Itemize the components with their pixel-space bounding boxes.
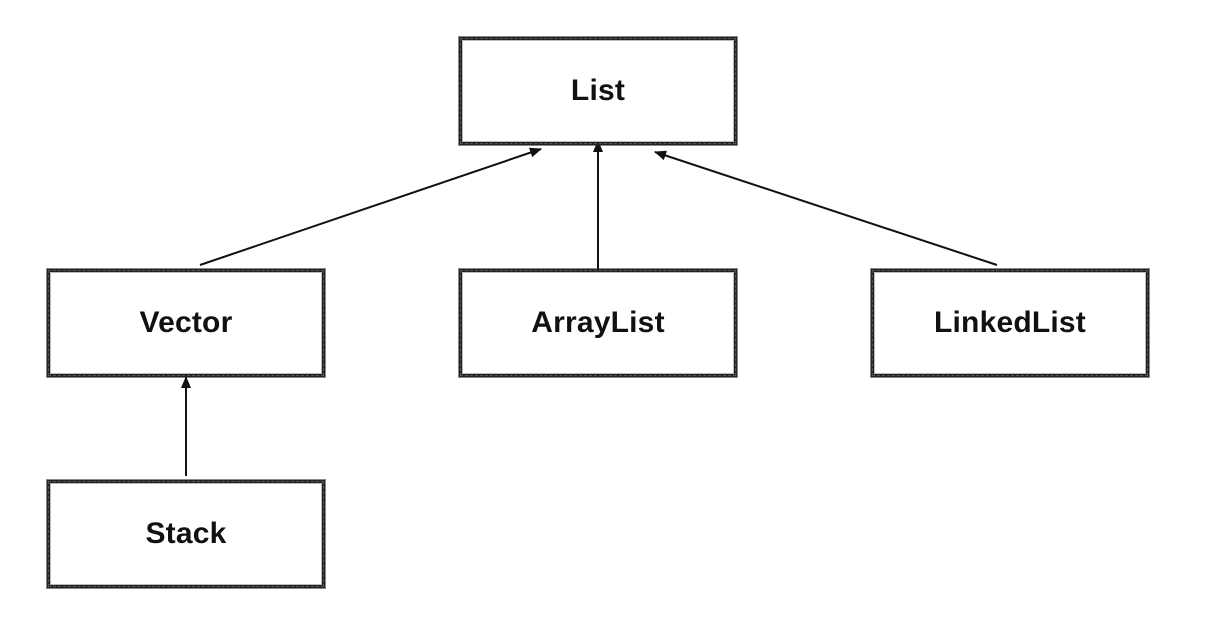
node-linkedlist: LinkedList: [871, 269, 1149, 377]
node-list: List: [459, 37, 737, 145]
node-vector: Vector: [47, 269, 325, 377]
node-stack-label: Stack: [145, 517, 227, 550]
node-stack: Stack: [47, 480, 325, 588]
node-list-label: List: [570, 74, 626, 107]
edge-linkedlist-to-list: [654, 150, 998, 266]
edge-vector-to-list: [199, 147, 542, 266]
node-arraylist: ArrayList: [459, 269, 737, 377]
node-arraylist-label: ArrayList: [531, 306, 665, 339]
node-vector-label: Vector: [139, 306, 233, 339]
node-linkedlist-label: LinkedList: [933, 306, 1086, 339]
